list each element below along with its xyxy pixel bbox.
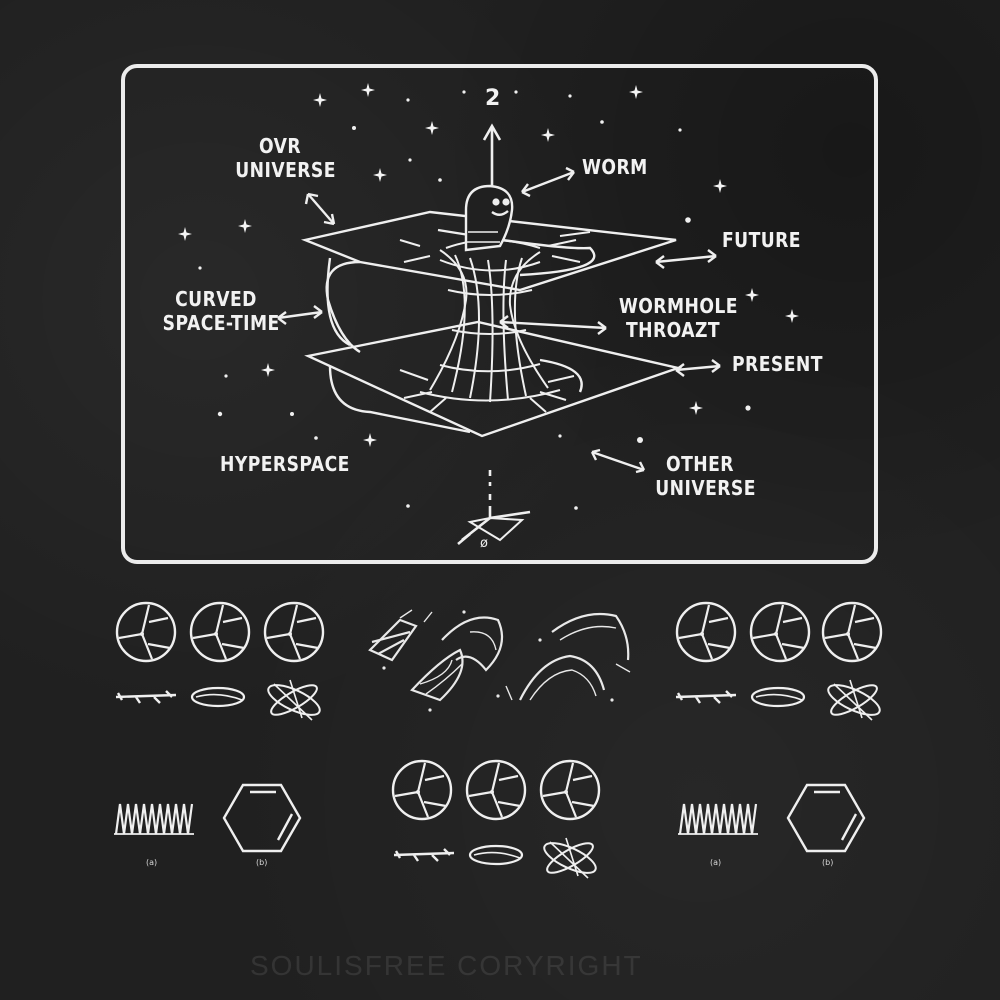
label-future: FUTURE: [722, 228, 801, 252]
left-sub-label-a: (a): [146, 858, 158, 867]
label-hyperspace: HYPERSPACE: [220, 452, 350, 476]
right-sub-label-b: (b): [822, 858, 834, 867]
right-sub-label-a: (a): [710, 858, 722, 867]
label-arrows: [277, 166, 721, 474]
label-our-universe: OVR UNIVERSE: [235, 134, 336, 182]
label-curved-space-time: CURVED SPACE-TIME: [162, 287, 280, 335]
curved-space-time: [325, 228, 596, 354]
our-universe-sheet: [300, 210, 677, 347]
stars: [178, 83, 799, 510]
vertical-axis: [457, 123, 531, 545]
left-panel-figures: [112, 601, 325, 853]
right-panel-figures: [674, 601, 885, 853]
label-present: PRESENT: [732, 352, 823, 376]
label-worm: WORM: [582, 155, 648, 179]
diagram-frame: [121, 64, 878, 564]
worm: [464, 184, 514, 252]
center-scribble-art: [368, 609, 631, 702]
axis-top-label: 2: [485, 86, 501, 111]
axis-bottom-label: ø: [480, 536, 488, 551]
scribble-dots: [382, 610, 614, 712]
label-other-universe: OTHER UNIVERSE: [655, 452, 756, 500]
watermark: SOULISFREE CORYRIGHT: [250, 950, 643, 981]
left-sub-label-b: (b): [256, 858, 268, 867]
center-panel-figures: [391, 759, 601, 880]
wormhole-throat: [399, 231, 591, 413]
label-wormhole-throat: WORMHOLE THROAZT: [618, 294, 738, 342]
